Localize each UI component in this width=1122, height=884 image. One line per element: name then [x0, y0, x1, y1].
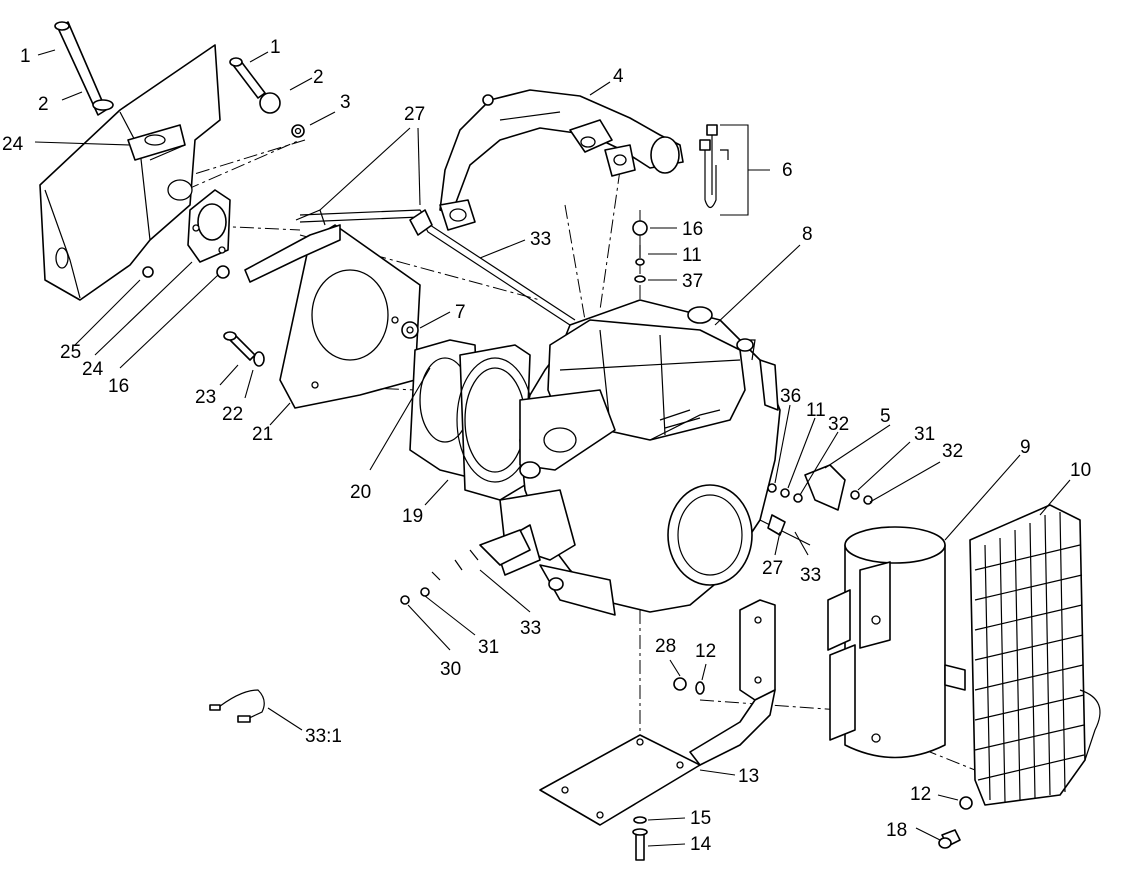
spark-plug-hardware [400, 529, 531, 605]
callout-24: 24 [82, 359, 104, 380]
wire-rod [299, 209, 576, 328]
adapter-plate [244, 209, 421, 409]
callout-28: 28 [655, 636, 676, 657]
callout-33: 33 [530, 229, 551, 250]
nut-7 [401, 321, 419, 339]
callout-1: 1 [270, 37, 281, 58]
callout-22: 22 [222, 404, 243, 425]
callout-27: 27 [404, 104, 425, 125]
callout-15: 15 [690, 808, 711, 829]
callout-23: 23 [195, 387, 216, 408]
muffler-guard [969, 504, 1101, 806]
callout-33: 33 [800, 565, 821, 586]
callout-6: 6 [782, 160, 793, 181]
wire-clip [759, 514, 811, 546]
rubber-mount [142, 189, 231, 279]
leader-lines [34, 49, 1071, 847]
callout-21: 21 [252, 424, 273, 445]
callout-31: 31 [478, 637, 499, 658]
callout-3: 3 [340, 92, 351, 113]
callout-37: 37 [682, 271, 703, 292]
flywheel-housing [409, 339, 534, 501]
callout-14: 14 [690, 834, 712, 855]
heat-shield-panel [39, 44, 221, 301]
callout-7: 7 [455, 302, 466, 323]
nut-28 [673, 677, 705, 695]
callout-33: 33 [520, 618, 541, 639]
bolt-left [54, 21, 114, 116]
bolt-14 [632, 816, 648, 861]
callout-12: 12 [910, 784, 931, 805]
callout-18: 18 [886, 820, 907, 841]
callout-24: 24 [2, 134, 24, 155]
muffler [827, 526, 966, 759]
callout-labels: 1 2 24 1 2 3 27 4 6 16 11 37 33 8 25 24 … [2, 37, 1091, 855]
callout-19: 19 [402, 506, 423, 527]
exhaust-manifold [439, 89, 684, 231]
callout-36: 36 [780, 386, 801, 407]
callout-10: 10 [1070, 460, 1091, 481]
mounting-bracket [539, 599, 776, 826]
callout-27: 27 [762, 558, 783, 579]
callout-2: 2 [38, 94, 49, 115]
callout-32: 32 [942, 441, 963, 462]
spark-plug-wire [209, 689, 265, 723]
callout-13: 13 [738, 766, 759, 787]
callout-16: 16 [682, 219, 703, 240]
callout-2: 2 [313, 67, 324, 88]
stud-hardware [632, 220, 648, 283]
callout-1: 1 [20, 46, 31, 67]
bracket-5 [767, 464, 873, 511]
callout-30: 30 [440, 659, 461, 680]
callout-11: 11 [682, 245, 702, 266]
callout-31: 31 [914, 424, 935, 445]
callout-25: 25 [60, 342, 81, 363]
callout-11: 11 [806, 400, 826, 421]
bolt-18 [938, 796, 973, 849]
callout-33-1: 33:1 [305, 726, 342, 747]
callout-5: 5 [880, 406, 891, 427]
bolt-washer-nut-upper [229, 57, 305, 138]
callout-9: 9 [1020, 437, 1031, 458]
callout-20: 20 [350, 482, 371, 503]
bolt-23 [223, 331, 265, 367]
callout-32: 32 [828, 414, 849, 435]
callout-8: 8 [802, 224, 813, 245]
engine-block [494, 299, 781, 616]
callout-4: 4 [613, 66, 624, 87]
exhaust-clamp [699, 124, 729, 209]
callout-16: 16 [108, 376, 129, 397]
callout-12: 12 [695, 641, 716, 662]
